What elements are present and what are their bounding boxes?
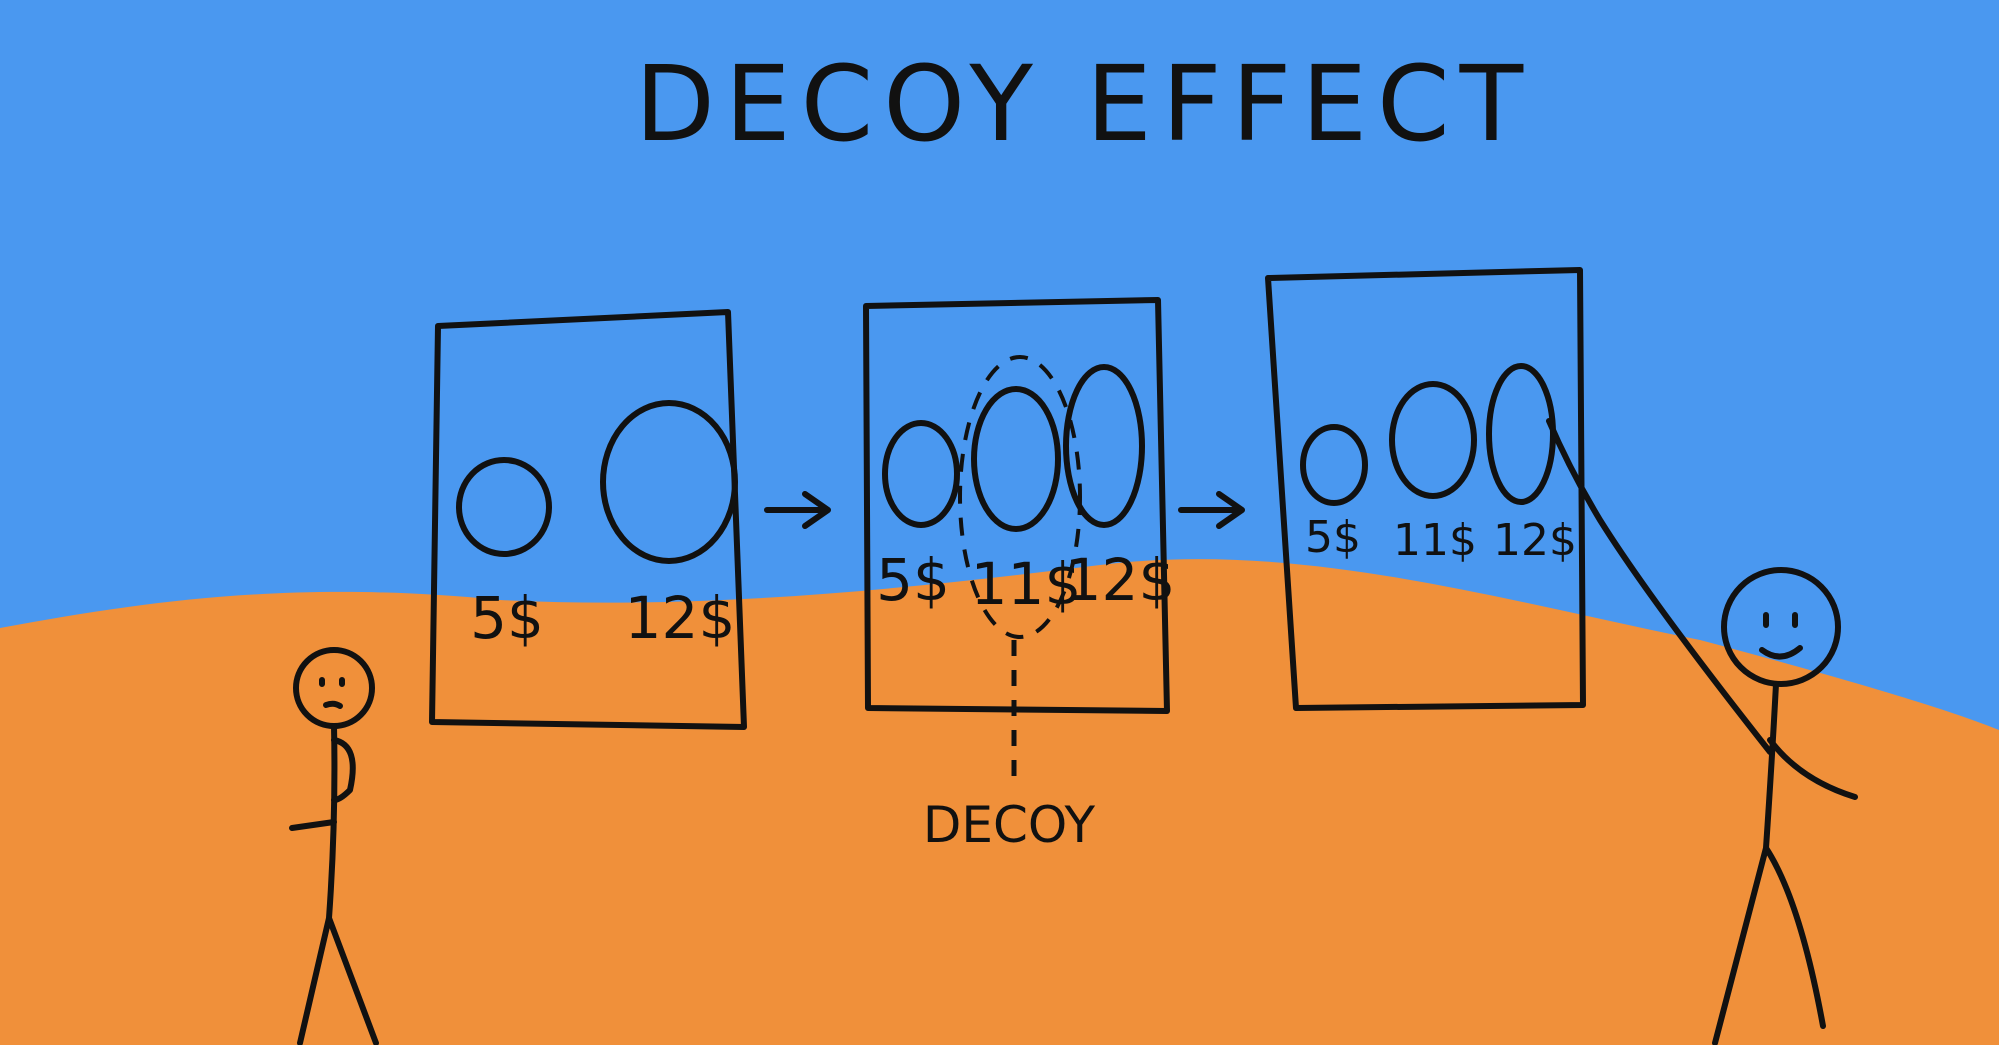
small-option-circle — [1300, 424, 1368, 506]
menu-board-2: 5$ 11$ 12$ — [863, 297, 1176, 714]
price-label: 11$ — [971, 550, 1082, 618]
decoy-option-circle — [971, 386, 1061, 532]
thinking-stick-figure — [289, 647, 379, 1045]
price-label: 12$ — [1493, 515, 1577, 566]
small-option-circle — [456, 457, 552, 557]
menu-board-3: 5$ 11$ 12$ — [1265, 267, 1586, 711]
small-option-circle — [882, 420, 960, 528]
arrow-icon — [1178, 491, 1245, 529]
price-label: 11$ — [1393, 515, 1477, 566]
decoy-highlight-oval — [958, 355, 1082, 639]
large-option-circle — [1063, 364, 1145, 528]
arrow-icon — [764, 491, 831, 529]
large-option-circle — [600, 400, 738, 564]
price-label: 5$ — [876, 546, 950, 614]
price-label: 12$ — [1065, 546, 1176, 614]
title: DECOY EFFECT — [635, 43, 1533, 165]
price-label: 12$ — [625, 584, 736, 652]
menu-board-1: 5$ 12$ — [429, 309, 747, 730]
pointing-stick-figure — [1546, 418, 1858, 1045]
decoy-label: DECOY — [923, 796, 1096, 854]
price-label: 5$ — [470, 584, 544, 652]
price-label: 5$ — [1305, 512, 1361, 563]
ground — [0, 559, 1999, 1045]
decoy-option-circle — [1389, 381, 1477, 499]
